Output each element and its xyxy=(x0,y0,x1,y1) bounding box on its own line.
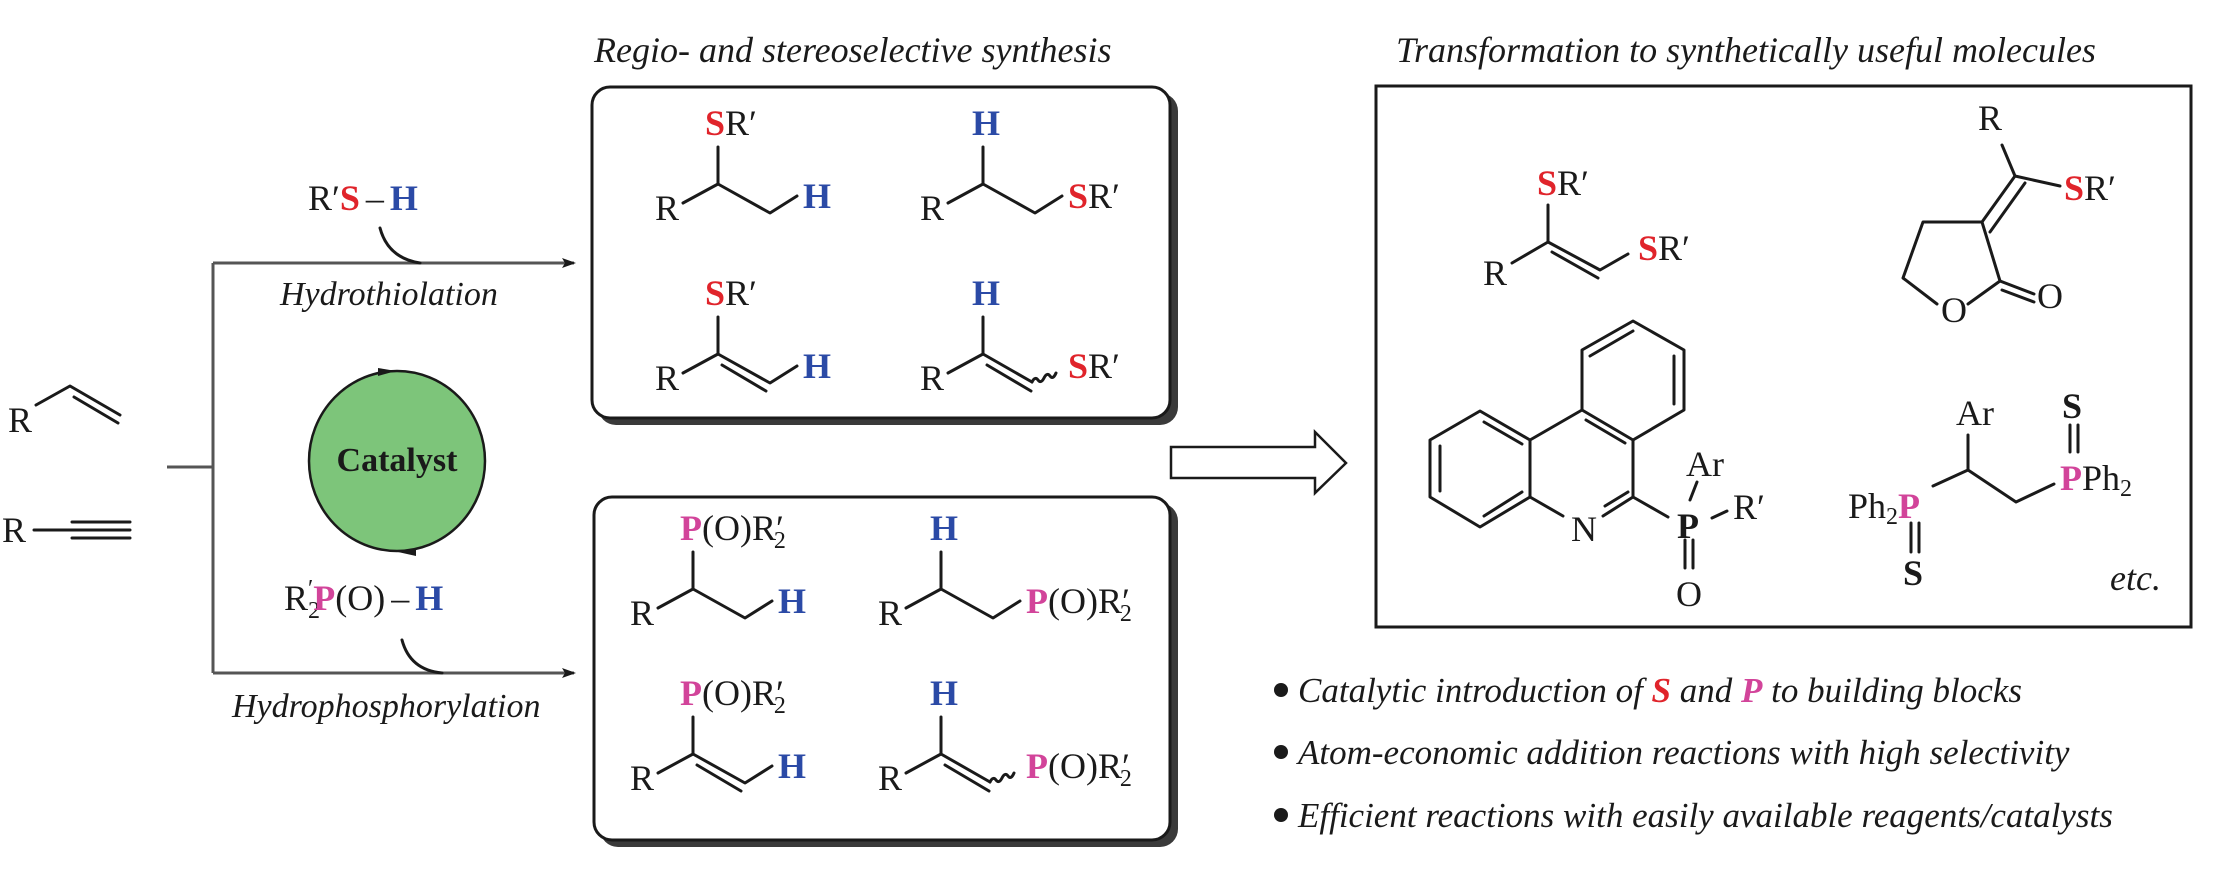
svg-text:SR′: SR′ xyxy=(1068,176,1120,216)
svg-text:R: R xyxy=(878,593,902,633)
hydrogen-atom: H xyxy=(415,578,443,618)
svg-text:SR′: SR′ xyxy=(705,273,757,313)
thio-products-box: R SR′ H R H SR′ R SR′ H R H SR′ xyxy=(590,85,1178,425)
bullet-item: Atom-economic addition reactions with hi… xyxy=(1296,733,2070,772)
anti-markovnikov-alkyl-phosphine-oxide: R H P(O)R′2 xyxy=(878,508,1132,633)
svg-text:H: H xyxy=(778,746,806,786)
etc-label: etc. xyxy=(2110,558,2161,598)
markovnikov-alkyl-sulfide: R SR′ H xyxy=(655,103,831,228)
cycle-arrow-top-icon xyxy=(378,368,396,376)
sulfur-atom: S xyxy=(340,178,360,218)
svg-text:O: O xyxy=(2037,276,2063,316)
svg-text:R: R xyxy=(655,358,679,398)
bullet-dot-icon xyxy=(1274,808,1288,822)
alkene-r-label: R xyxy=(8,400,32,440)
svg-text:H: H xyxy=(930,508,958,548)
catalyst-cycle: Catalyst xyxy=(307,368,487,556)
svg-text:R: R xyxy=(630,758,654,798)
svg-text:SR′: SR′ xyxy=(2064,168,2116,208)
alkene-substrate: R xyxy=(8,384,122,440)
middle-panel-title: Regio- and stereoselective synthesis xyxy=(593,30,1112,70)
svg-text:P(O)R′2: P(O)R′2 xyxy=(1026,746,1132,792)
bullet-dot-icon xyxy=(1274,745,1288,759)
anti-markovnikov-vinyl-phosphine-oxide: R H P(O)R′2 xyxy=(878,673,1132,798)
markovnikov-alkyl-phosphine-oxide: R P(O)R′2H xyxy=(630,508,806,633)
catalyst-label: Catalyst xyxy=(337,442,459,479)
hydrogen-atom: H xyxy=(390,178,418,218)
svg-text:R: R xyxy=(920,358,944,398)
markovnikov-vinyl-phosphine-oxide: R P(O)R′2H xyxy=(630,673,806,798)
phosphine-entry-curve xyxy=(400,638,444,675)
svg-text:H: H xyxy=(803,176,831,216)
bullet-item: Catalytic introduction of S and P to bui… xyxy=(1298,671,2022,710)
svg-text:H: H xyxy=(778,581,806,621)
alkyne-substrate: R xyxy=(2,510,132,550)
svg-text:R: R xyxy=(630,593,654,633)
svg-text:H: H xyxy=(803,346,831,386)
svg-text:SR′: SR′ xyxy=(1537,163,1589,203)
svg-text:H: H xyxy=(972,273,1000,313)
svg-text:P: P xyxy=(1677,506,1699,546)
alkyne-r-label: R xyxy=(2,510,26,550)
transformation-arrow-icon xyxy=(1169,428,1348,496)
bis-vinyl-sulfide: R SR′ SR′ xyxy=(1483,163,1690,293)
bullet-item: Efficient reactions with easily availabl… xyxy=(1297,796,2113,835)
phosphine-oxide-reagent: R2′P(O)–H xyxy=(284,576,443,624)
svg-text:SR′: SR′ xyxy=(705,103,757,143)
svg-text:SR′: SR′ xyxy=(1638,228,1690,268)
svg-text:R: R xyxy=(1483,253,1507,293)
svg-text:Ar: Ar xyxy=(1956,393,1994,433)
alkylidene-lactone: R O O SR′ xyxy=(1901,98,2116,330)
phenanthridine-phosphine-oxide: N P Ar R′ O xyxy=(1428,319,1765,614)
useful-molecules-box xyxy=(1374,84,2193,629)
anti-markovnikov-alkyl-sulfide: R H SR′ xyxy=(920,103,1120,228)
svg-text:R: R xyxy=(1978,98,2002,138)
svg-text:O: O xyxy=(1676,574,1702,614)
svg-text:N: N xyxy=(1571,509,1597,549)
bisphosphine-disulfide: Ph2P Ar S S PPh2 xyxy=(1848,386,2132,593)
catalyst-circle xyxy=(307,369,487,553)
svg-text:Ar: Ar xyxy=(1686,444,1724,484)
svg-text:H: H xyxy=(972,103,1000,143)
thiol-entry-curve xyxy=(378,226,422,265)
svg-text:O: O xyxy=(1941,290,1967,330)
svg-text:PPh2: PPh2 xyxy=(2060,458,2132,502)
svg-text:P(O)R′2: P(O)R′2 xyxy=(1026,581,1132,627)
hydrophosphorylation-label: Hydrophosphorylation xyxy=(231,688,541,725)
branch-lines xyxy=(167,226,576,678)
anti-markovnikov-vinyl-sulfide: R H SR′ xyxy=(920,273,1120,398)
svg-text:S: S xyxy=(2062,386,2082,426)
svg-text:P(O)R′2: P(O)R′2 xyxy=(680,508,786,554)
svg-text:P(O)R′2: P(O)R′2 xyxy=(680,673,786,719)
svg-text:Ph2P: Ph2P xyxy=(1848,486,1920,530)
svg-text:SR′: SR′ xyxy=(1068,346,1120,386)
bullet-list: Catalytic introduction of S and P to bui… xyxy=(1274,671,2113,835)
phosphorus-atom: P xyxy=(313,578,335,618)
markovnikov-vinyl-sulfide: R SR′ H xyxy=(655,273,831,398)
bullet-dot-icon xyxy=(1274,683,1288,697)
hydrothiolation-label: Hydrothiolation xyxy=(279,276,498,313)
svg-text:R: R xyxy=(878,758,902,798)
thiol-reagent: R′S–H xyxy=(308,178,418,218)
svg-text:R′: R′ xyxy=(1733,487,1765,527)
cycle-arrow-bottom-icon xyxy=(398,549,416,556)
svg-text:R: R xyxy=(655,188,679,228)
svg-text:S: S xyxy=(1903,553,1923,593)
svg-text:H: H xyxy=(930,673,958,713)
right-panel-title: Transformation to synthetically useful m… xyxy=(1396,30,2096,70)
svg-text:R: R xyxy=(920,188,944,228)
